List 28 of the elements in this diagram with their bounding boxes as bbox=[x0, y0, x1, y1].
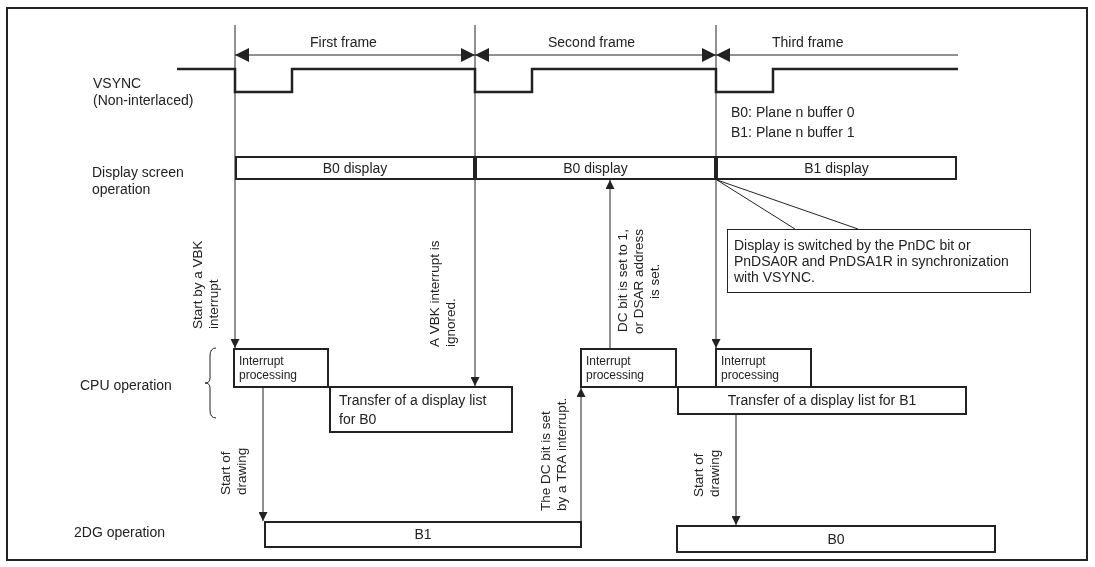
process-box: Transfer of a display list for B0 bbox=[329, 386, 513, 433]
operation-bar: B1 bbox=[264, 521, 582, 548]
frame-label: First frame bbox=[310, 34, 377, 51]
display-bar: B0 display bbox=[475, 156, 716, 180]
frame-label: Third frame bbox=[772, 34, 844, 51]
arrow bbox=[605, 179, 615, 349]
arrow bbox=[711, 24, 721, 349]
legend-note: B0: Plane n buffer 0 bbox=[731, 104, 855, 121]
operation-bar: B0 bbox=[676, 525, 996, 553]
frame-label: Second frame bbox=[548, 34, 636, 51]
display-bar: B0 display bbox=[235, 156, 475, 180]
arrow bbox=[230, 24, 240, 349]
arrow bbox=[731, 414, 741, 526]
process-box: Interrupt processing bbox=[233, 348, 329, 388]
row-label: Display screen operation bbox=[92, 164, 185, 198]
signal-label: VSYNC (Non-interlaced) bbox=[93, 75, 195, 109]
row-label: 2DG operation bbox=[74, 524, 166, 541]
leader-line bbox=[716, 179, 859, 230]
process-box: Interrupt processing bbox=[580, 348, 677, 388]
arrow bbox=[470, 24, 480, 387]
callout-box: Display is switched by the PnDC bit or PnDSA0R and PnDSA1R in synchronization with VSYNC. bbox=[727, 229, 1031, 293]
display-bar: B1 display bbox=[716, 156, 957, 180]
row-label: CPU operation bbox=[80, 377, 172, 394]
process-box: Transfer of a display list for B1 bbox=[677, 386, 967, 415]
arrow bbox=[576, 387, 586, 522]
process-box: Interrupt processing bbox=[715, 348, 812, 388]
legend-note: B1: Plane n buffer 1 bbox=[731, 124, 855, 141]
arrow bbox=[258, 387, 268, 522]
